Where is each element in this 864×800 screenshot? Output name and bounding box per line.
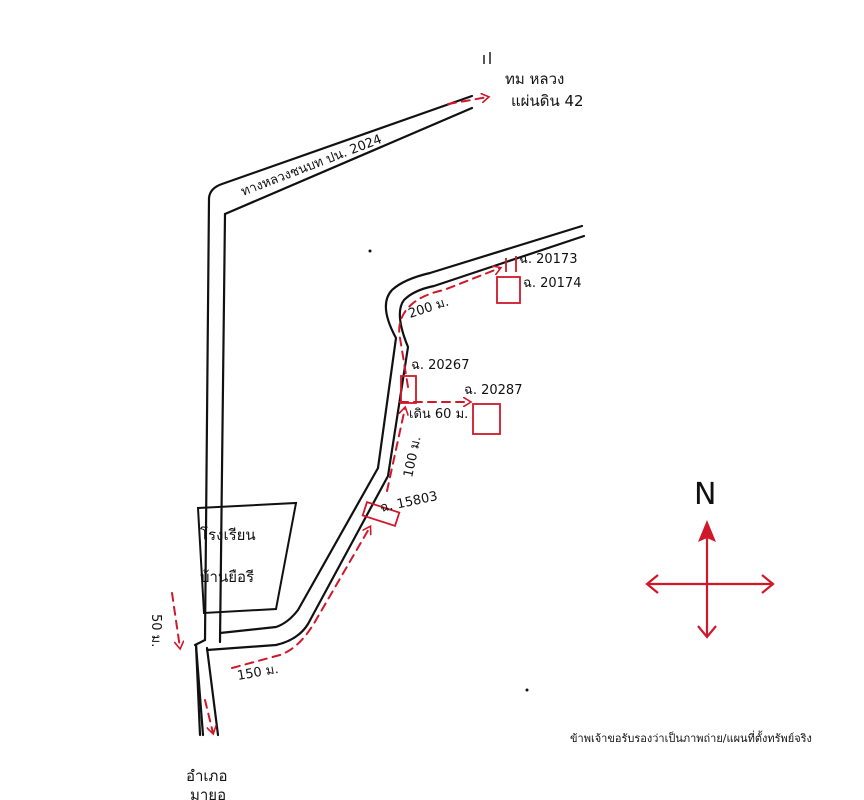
school-label-line1: โรงเรียน (200, 526, 256, 544)
west-arrow-icon (645, 574, 659, 594)
destination-bottom: อำเภอ มายอ (186, 767, 227, 800)
route-path (171, 97, 500, 733)
distance-150m: 150 ม. (236, 662, 280, 684)
parcel-15803-label: ฉ. 15803 (379, 489, 439, 516)
destination-bottom-line2: มายอ (190, 786, 226, 800)
parcel-20173-label: ฉ. 20173 (519, 252, 577, 267)
distance-50m: 50 ม. (148, 614, 163, 647)
parcel-15803-box (361, 500, 401, 528)
south-arrow-icon (697, 625, 717, 639)
destination-top: ทม หลวง แผ่นดิน 42 (505, 70, 584, 110)
school-block (196, 501, 298, 615)
highway-2024-road (193, 94, 474, 737)
branch-road (205, 224, 586, 652)
ink-dot (368, 249, 372, 253)
compass-rose: N (645, 477, 775, 639)
ink-dot (525, 688, 529, 692)
destination-bottom-line1: อำเภอ (186, 767, 227, 785)
distance-60m: เดิน 60 ม. (409, 407, 468, 422)
destination-top-line1: ทม หลวง (505, 70, 564, 88)
north-arrow-icon (698, 520, 716, 542)
east-arrow-icon (761, 574, 775, 594)
highway-label: ทางหลวงชนบท ปน. 2024 (239, 132, 384, 200)
compass-north-label: N (694, 477, 716, 512)
parcel-20174-label: ฉ. 20174 (523, 276, 581, 291)
parcel-20287-label: ฉ. 20287 (464, 383, 522, 398)
corner-mark (483, 52, 491, 64)
destination-top-line2: แผ่นดิน 42 (511, 92, 584, 110)
parcel-20174-box (496, 276, 521, 304)
school-label: โรงเรียน บ้านยือรี (200, 526, 256, 586)
distance-100m: 100 ม. (401, 435, 424, 479)
school-label-line2: บ้านยือรี (200, 568, 254, 586)
parcel-20267-label: ฉ. 20267 (411, 358, 469, 373)
parcel-20173-box (505, 256, 517, 272)
certification-statement: ข้าพเจ้าขอรับรองว่าเป็นภาพถ่าย/แผนที่ตั้… (570, 732, 812, 745)
parcels (361, 256, 521, 528)
parcel-20267-box (400, 375, 417, 404)
parcel-20287-box (472, 403, 501, 435)
distance-200m: 200 ม. (407, 295, 451, 322)
